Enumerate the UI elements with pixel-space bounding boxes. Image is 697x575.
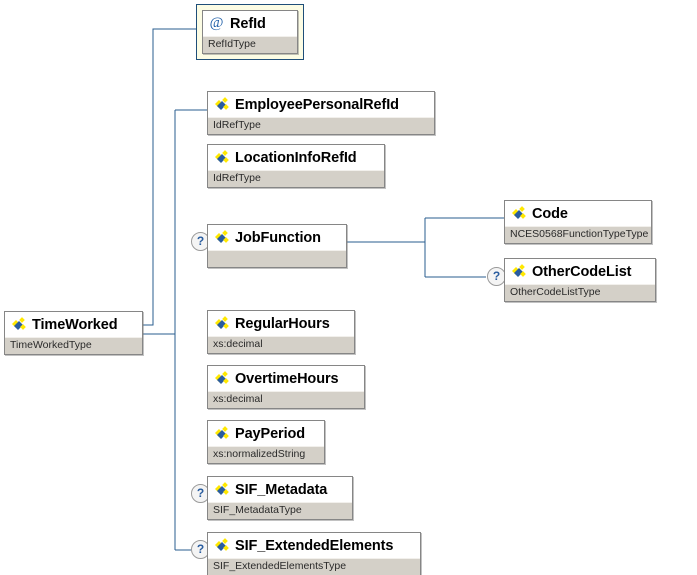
- element-icon: [213, 149, 230, 166]
- node-jobfunction[interactable]: JobFunction: [207, 224, 347, 268]
- node-sif-extendedelements-type: SIF_ExtendedElementsType: [208, 558, 420, 575]
- node-refid-label: RefId: [230, 15, 266, 32]
- node-refid: @ RefId RefIdType: [202, 10, 298, 54]
- element-icon: [213, 315, 230, 332]
- node-sif-metadata-type: SIF_MetadataType: [208, 502, 352, 519]
- element-icon: [213, 425, 230, 442]
- node-regularhours[interactable]: RegularHours xs:decimal: [207, 310, 355, 354]
- node-refid-header: @ RefId: [203, 11, 297, 36]
- node-sif-metadata-header: SIF_Metadata: [208, 477, 352, 502]
- node-othercodelist-type: OtherCodeListType: [505, 284, 655, 301]
- node-timeworked-header: TimeWorked: [5, 312, 142, 337]
- node-payperiod[interactable]: PayPeriod xs:normalizedString: [207, 420, 325, 464]
- element-icon: [510, 263, 527, 280]
- node-jobfunction-label: JobFunction: [235, 229, 321, 246]
- node-sif-extendedelements[interactable]: SIF_ExtendedElements SIF_ExtendedElement…: [207, 532, 421, 575]
- node-employeepersonalrefid[interactable]: EmployeePersonalRefId IdRefType: [207, 91, 435, 135]
- node-employeepersonalrefid-header: EmployeePersonalRefId: [208, 92, 434, 117]
- node-othercodelist-label: OtherCodeList: [532, 263, 632, 280]
- node-locationinforefid-type: IdRefType: [208, 170, 384, 187]
- element-icon: [213, 481, 230, 498]
- node-payperiod-header: PayPeriod: [208, 421, 324, 446]
- node-jobfunction-type: [208, 250, 346, 267]
- node-locationinforefid-label: LocationInfoRefId: [235, 149, 357, 166]
- node-overtimehours-header: OvertimeHours: [208, 366, 364, 391]
- node-othercodelist-header: OtherCodeList: [505, 259, 655, 284]
- element-icon: [510, 205, 527, 222]
- node-timeworked-label: TimeWorked: [32, 316, 118, 333]
- node-employeepersonalrefid-label: EmployeePersonalRefId: [235, 96, 399, 113]
- node-code-type: NCES0568FunctionTypeType: [505, 226, 651, 243]
- node-locationinforefid[interactable]: LocationInfoRefId IdRefType: [207, 144, 385, 188]
- node-othercodelist[interactable]: OtherCodeList OtherCodeListType: [504, 258, 656, 302]
- node-timeworked[interactable]: TimeWorked TimeWorkedType: [4, 311, 143, 355]
- node-jobfunction-header: JobFunction: [208, 225, 346, 250]
- node-code-header: Code: [505, 201, 651, 226]
- node-sif-extendedelements-label: SIF_ExtendedElements: [235, 537, 394, 554]
- at-icon: @: [209, 15, 224, 31]
- node-employeepersonalrefid-type: IdRefType: [208, 117, 434, 134]
- node-code[interactable]: Code NCES0568FunctionTypeType: [504, 200, 652, 244]
- node-refid-highlight[interactable]: @ RefId RefIdType: [196, 4, 304, 60]
- wire-to-refid: [143, 28, 196, 326]
- node-sif-extendedelements-header: SIF_ExtendedElements: [208, 533, 420, 558]
- node-overtimehours[interactable]: OvertimeHours xs:decimal: [207, 365, 365, 409]
- node-refid-type: RefIdType: [203, 36, 297, 53]
- node-regularhours-type: xs:decimal: [208, 336, 354, 353]
- node-locationinforefid-header: LocationInfoRefId: [208, 145, 384, 170]
- node-regularhours-header: RegularHours: [208, 311, 354, 336]
- element-icon: [213, 370, 230, 387]
- node-payperiod-label: PayPeriod: [235, 425, 306, 442]
- node-sif-metadata-label: SIF_Metadata: [235, 481, 328, 498]
- node-payperiod-type: xs:normalizedString: [208, 446, 324, 463]
- node-timeworked-type: TimeWorkedType: [5, 337, 142, 354]
- node-overtimehours-label: OvertimeHours: [235, 370, 339, 387]
- element-icon: [213, 229, 230, 246]
- element-icon: [213, 537, 230, 554]
- node-regularhours-label: RegularHours: [235, 315, 330, 332]
- node-code-label: Code: [532, 205, 568, 222]
- element-icon: [213, 96, 230, 113]
- node-sif-metadata[interactable]: SIF_Metadata SIF_MetadataType: [207, 476, 353, 520]
- node-overtimehours-type: xs:decimal: [208, 391, 364, 408]
- element-icon: [10, 316, 27, 333]
